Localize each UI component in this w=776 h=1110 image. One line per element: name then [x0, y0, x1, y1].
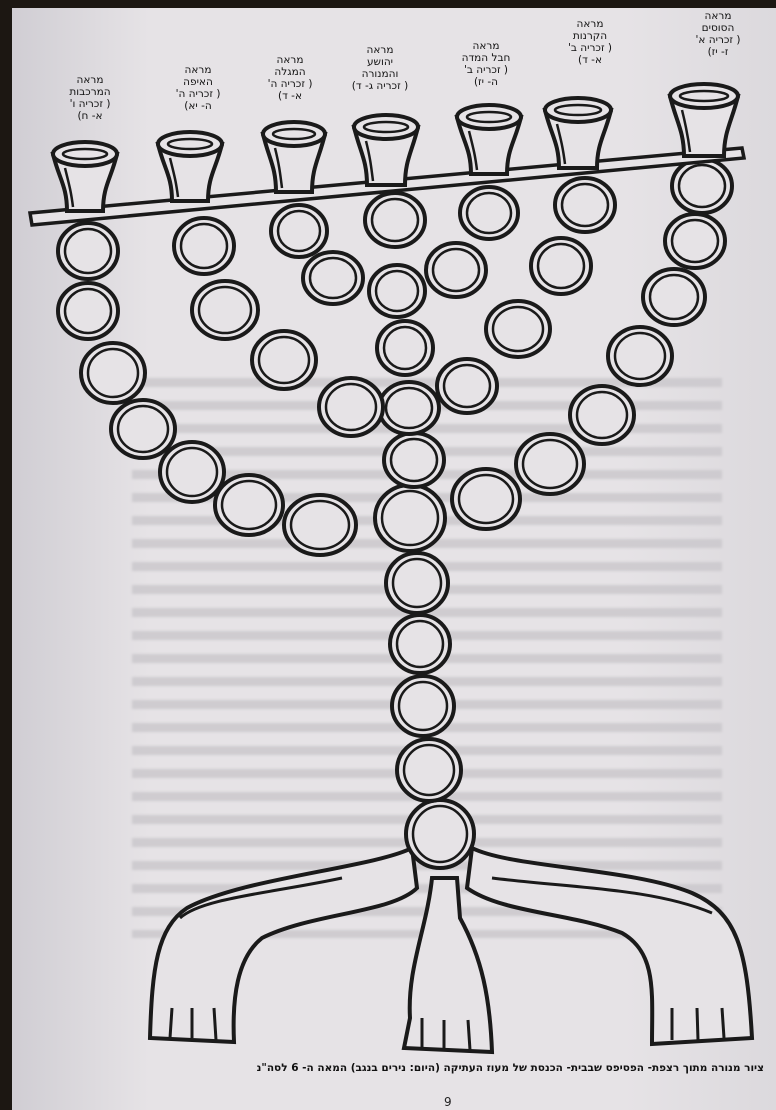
lamp-label-4: מראה יהושע והמנורה ( זכריה ג- ד) — [342, 44, 418, 92]
right-middle-knob-1 — [437, 359, 497, 413]
left-middle-knob-1 — [319, 378, 383, 436]
stem-knob-8 — [379, 382, 439, 434]
left-middle-knob-2 — [252, 331, 316, 389]
right-middle-knob-2 — [486, 301, 550, 357]
stem-knob-4 — [390, 615, 450, 673]
stem-knob-3 — [392, 676, 454, 736]
left-outer-knob-4 — [111, 400, 175, 458]
left-outer-knob-5 — [81, 343, 145, 403]
lamp-label-5: מראה המגלה ( זכריה ה' א- ד) — [252, 54, 328, 102]
menorah-illustration — [30, 84, 752, 1052]
stem-knob-5 — [386, 553, 448, 613]
lamp-label-6: מראה האיפה ( זכריה ה' ה- יא) — [160, 64, 236, 112]
right-inner-knob-2 — [460, 187, 518, 239]
menorah-drawing — [12, 8, 776, 1110]
menorah-right-leg — [467, 848, 752, 1044]
book-page: מראה הסוסים ( זכריה א' ז- יז) מראה הקרנו… — [12, 8, 776, 1110]
lamp-label-2: מראה הקרנות ( זכריה ב' א- ד) — [552, 18, 628, 66]
left-inner-knob-1 — [303, 252, 363, 304]
left-middle-knob-4 — [174, 218, 234, 274]
left-outer-knob-3 — [160, 442, 224, 502]
right-middle-knob-3 — [531, 238, 591, 294]
left-inner-knob-2 — [271, 205, 327, 257]
right-outer-knob-3 — [570, 386, 634, 444]
right-outer-knob-1 — [452, 469, 520, 529]
stem-knob-1 — [406, 800, 474, 868]
left-outer-knob-6 — [58, 283, 118, 339]
right-outer-knob-7 — [672, 159, 732, 213]
left-outer-knob-7 — [58, 223, 118, 279]
right-middle-knob-4 — [555, 178, 615, 232]
figure-caption: ציור מנורה מתוך רצפת- הפסיפס שבבית- הכנס… — [132, 1062, 764, 1074]
lamp-label-7: מראה המרכבות ( זכריה ו' א- ח) — [52, 74, 128, 122]
page-number: 9 — [444, 1095, 452, 1109]
right-outer-knob-2 — [516, 434, 584, 494]
right-outer-knob-6 — [665, 214, 725, 268]
right-outer-knob-4 — [608, 327, 672, 385]
lamp-label-3: מראה חבל המדה ( זכריה ב' ה- יז) — [448, 40, 524, 88]
stem-knob-11 — [365, 193, 425, 247]
stem-knob-9 — [377, 321, 433, 375]
stem-knob-7 — [384, 433, 444, 487]
left-outer-knob-1 — [284, 495, 356, 555]
right-inner-knob-1 — [426, 243, 486, 297]
right-outer-knob-5 — [643, 269, 705, 325]
stem-knob-2 — [397, 739, 461, 801]
menorah-left-leg — [150, 848, 417, 1042]
left-middle-knob-3 — [192, 281, 258, 339]
left-outer-knob-2 — [215, 475, 283, 535]
lamp-label-1: מראה הסוסים ( זכריה א' ז- יז) — [680, 10, 756, 58]
stem-knob-10 — [369, 265, 425, 317]
stem-knob-6 — [375, 485, 445, 551]
menorah-center-leg — [404, 878, 492, 1052]
